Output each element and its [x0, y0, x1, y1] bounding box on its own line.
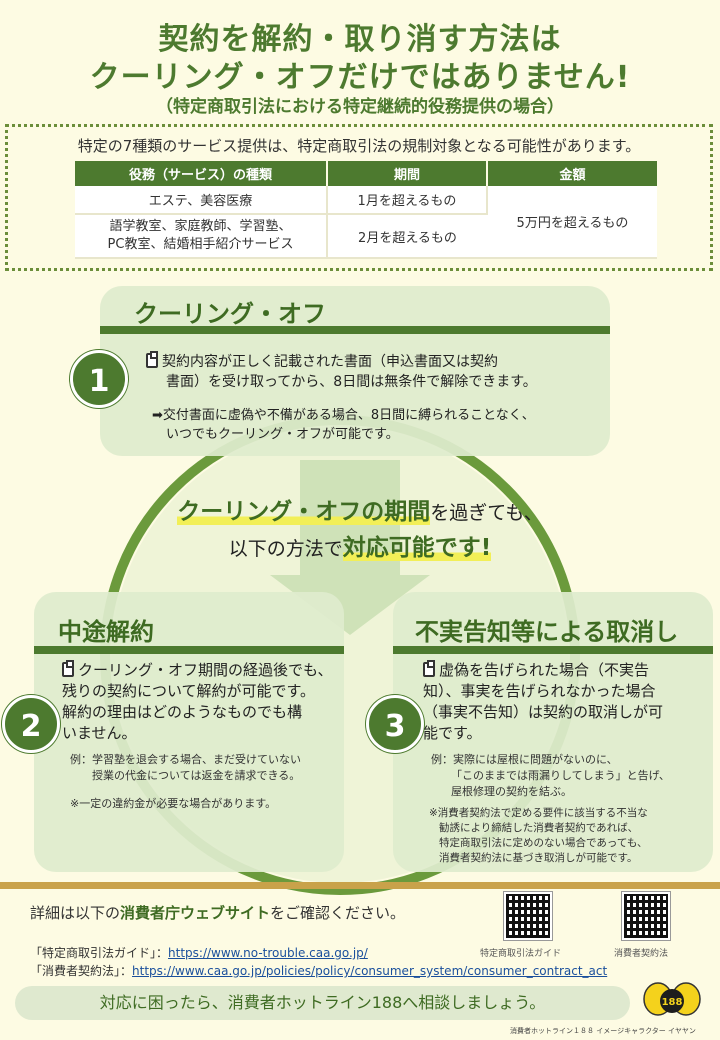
- cooling-off-note-line: いつでもクーリング・オフが可能です。: [166, 427, 399, 442]
- cooling-off-period-highlight: クーリング・オフの期間: [177, 499, 431, 525]
- table-header-row: 役務（サービス）の種類 期間 金額: [75, 161, 657, 186]
- remark-line: 消費者契約法に基づき取消しが可能です。: [439, 852, 638, 864]
- table-cell-line: PC教室、結婚相手紹介サービス: [107, 237, 294, 252]
- rescission-text: 虚偽を告げられた場合（不実告 知）、事実を告げられなかった場合 （事実不告知）は…: [423, 660, 709, 744]
- table-row: 語学教室、家庭教師、学習塾、 PC教室、結婚相手紹介サービス 2月を超えるもの: [75, 214, 657, 259]
- example-line: 例：学習塾を退会する場合、まだ受けていない: [70, 753, 301, 766]
- example-line: 屋根修理の契約を結ぶ。: [451, 785, 572, 798]
- example-line: 例：実際には屋根に問題がないのに、: [431, 753, 618, 766]
- mid-term-text: クーリング・オフ期間の経過後でも、 残りの契約について解約が可能です。 解約の理…: [62, 660, 342, 744]
- cooling-off-panel: クーリング・オフ 契約内容が正しく記載された書面（申込書面又は契約 書面）を受け…: [100, 286, 610, 456]
- details-lead: 詳細は以下の消費者庁ウェブサイトをご確認ください。: [30, 904, 406, 922]
- qr-label: 消費者契約法: [614, 949, 669, 959]
- clipboard-icon: [423, 660, 435, 677]
- qr-label: 特定商取引法ガイド: [480, 949, 562, 959]
- available-highlight: 対応可能です!: [342, 535, 492, 561]
- service-info-lead: 特定の7種類のサービス提供は、特定商取引法の規制対象となる可能性があります。: [77, 137, 641, 155]
- table-header: 金額: [487, 161, 657, 186]
- mascot-iyayan-icon: 188: [643, 982, 701, 1016]
- hotline-banner: 対応に困ったら、消費者ホットライン188へ相談しましょう。: [15, 986, 630, 1020]
- mid-term-example: 例：学習塾を退会する場合、まだ受けていない 授業の代金については返金を請求できる…: [70, 752, 342, 784]
- qr-code-icon[interactable]: [621, 891, 671, 941]
- rescission-panel: 不実告知等による取消し 虚偽を告げられた場合（不実告 知）、事実を告げられなかっ…: [393, 592, 713, 872]
- table-cell: 語学教室、家庭教師、学習塾、 PC教室、結婚相手紹介サービス: [75, 214, 328, 259]
- cooling-off-text: 契約内容が正しく記載された書面（申込書面又は契約 書面）を受け取ってから、8日間…: [146, 351, 606, 392]
- qr-code-icon[interactable]: [503, 891, 553, 941]
- clipboard-icon: [62, 660, 74, 677]
- mid-term-panel: 中途解約 クーリング・オフ期間の経過後でも、 残りの契約について解約が可能です。…: [34, 592, 344, 872]
- cooling-off-note: ➡交付書面に虚偽や不備がある場合、8日間に縛られることなく、 いつでもクーリング…: [152, 406, 602, 444]
- section-divider: [393, 646, 713, 654]
- center-message-line1: クーリング・オフの期間を過ぎても、: [177, 499, 543, 525]
- center-message-line2: 以下の方法で対応可能です!: [228, 535, 492, 561]
- link-tokushoho: 「特定商取引法ガイド」：https://www.no-trouble.caa.g…: [30, 946, 368, 960]
- page-title-line1: 契約を解約・取り消す方法は: [158, 22, 562, 57]
- step-number-badge: 2: [2, 695, 60, 753]
- section-divider: [100, 326, 610, 334]
- cooling-off-title: クーリング・オフ: [134, 300, 326, 328]
- rescission-text-line: （事実不告知）は契約の取消しが可: [423, 703, 664, 721]
- service-table: 役務（サービス）の種類 期間 金額 エステ、美容医療 1月を超えるもの 5万円を…: [75, 161, 657, 259]
- rescission-text-line: 虚偽を告げられた場合（不実告: [423, 660, 709, 681]
- rescission-example: 例：実際には屋根に問題がないのに、 「このままでは雨漏りしてしまう」と告げ、 屋…: [431, 752, 711, 800]
- table-cell: エステ、美容医療: [75, 186, 328, 215]
- service-info-box: 特定の7種類のサービス提供は、特定商取引法の規制対象となる可能性があります。 役…: [5, 124, 713, 271]
- cooling-off-text-line: 書面）を受け取ってから、8日間は無条件で解除できます。: [166, 374, 537, 390]
- table-cell-amount: 5万円を超えるもの: [487, 186, 657, 259]
- tokushoho-guide-link[interactable]: https://www.no-trouble.caa.go.jp/: [168, 946, 368, 960]
- mascot-caption: 消費者ホットライン１８８ イメージキャラクター イヤヤン: [510, 1027, 696, 1035]
- mascot-number: 188: [662, 997, 683, 1008]
- table-header: 期間: [327, 161, 488, 186]
- clipboard-icon: [146, 351, 158, 368]
- mid-term-text-line: 残りの契約について解約が可能です。: [62, 682, 316, 700]
- mid-term-text-line: クーリング・オフ期間の経過後でも、: [62, 660, 342, 681]
- rescission-text-line: 能です。: [423, 724, 482, 742]
- step-number-badge: 1: [70, 350, 128, 408]
- example-line: 「このままでは雨漏りしてしまう」と告げ、: [451, 769, 670, 782]
- mid-term-text-line: 解約の理由はどのようなものでも構: [62, 703, 303, 721]
- bottom-divider: [0, 882, 720, 889]
- page-subtitle: （特定商取引法における特定継続的役務提供の場合）: [156, 97, 564, 117]
- mid-term-text-line: いません。: [62, 724, 137, 742]
- link-consumer-contract: 「消費者契約法」：https://www.caa.go.jp/policies/…: [30, 964, 608, 978]
- mid-term-title: 中途解約: [58, 618, 154, 646]
- table-cell: 2月を超えるもの: [327, 214, 487, 259]
- section-divider: [34, 646, 344, 654]
- rescission-text-line: 知）、事実を告げられなかった場合: [423, 682, 656, 700]
- consumer-contract-act-link[interactable]: https://www.caa.go.jp/policies/policy/co…: [132, 964, 608, 978]
- step-number-badge: 3: [366, 695, 424, 753]
- rescission-remark: ※消費者契約法で定める要件に該当する不当な 勧誘により締結した消費者契約であれば…: [429, 806, 711, 866]
- rescission-title: 不実告知等による取消し: [415, 618, 679, 646]
- remark-line: 勧誘により締結した消費者契約であれば、: [439, 822, 639, 834]
- mid-term-remark: ※一定の違約金が必要な場合があります。: [70, 797, 277, 810]
- cooling-off-note-line: ➡交付書面に虚偽や不備がある場合、8日間に縛られることなく、: [152, 408, 535, 423]
- table-header: 役務（サービス）の種類: [75, 161, 328, 186]
- table-cell: 1月を超えるもの: [327, 186, 488, 215]
- example-line: 授業の代金については返金を請求できる。: [92, 769, 301, 782]
- page-title-line2: クーリング・オフだけではありません!: [89, 60, 631, 95]
- remark-line: 特定商取引法に定めのない場合であっても、: [439, 837, 648, 849]
- table-cell-line: 語学教室、家庭教師、学習塾、: [109, 219, 292, 234]
- remark-line: ※消費者契約法で定める要件に該当する不当な: [429, 807, 648, 819]
- table-row: エステ、美容医療 1月を超えるもの 5万円を超えるもの: [75, 186, 657, 259]
- cooling-off-text-line: 契約内容が正しく記載された書面（申込書面又は契約: [146, 351, 606, 372]
